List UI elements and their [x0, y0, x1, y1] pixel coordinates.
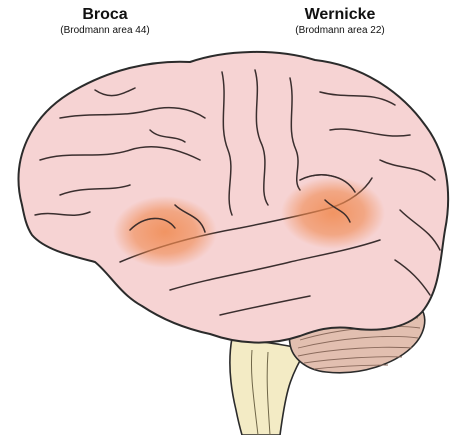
broca-area: [113, 196, 217, 268]
wernicke-area: [281, 177, 385, 249]
cerebrum: [19, 52, 449, 343]
